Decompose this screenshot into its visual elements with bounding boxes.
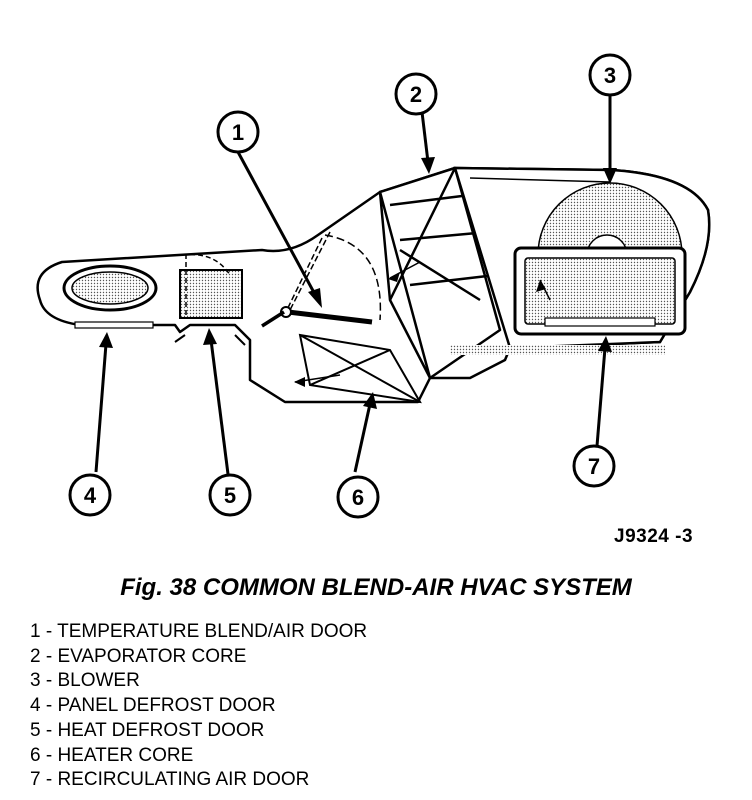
recirculating-air-door [513, 246, 687, 336]
figure-caption: Fig. 38 COMMON BLEND-AIR HVAC SYSTEM [120, 574, 632, 601]
callout-1-number: 1 [232, 120, 244, 145]
legend-item: 2 - EVAPORATOR CORE [30, 645, 247, 667]
callout-1: 1 [216, 110, 260, 154]
callout-4: 4 [68, 473, 112, 517]
callout-6: 6 [336, 475, 380, 519]
callout-2-number: 2 [410, 82, 422, 107]
legend-item: 6 - HEATER CORE [30, 744, 194, 766]
callout-7-number: 7 [588, 454, 600, 479]
callout-3-number: 3 [604, 63, 616, 88]
temperature-blend-door [261, 231, 421, 328]
heater-core [294, 333, 422, 404]
callout-6-number: 6 [352, 485, 364, 510]
callout-4-number: 4 [84, 483, 97, 508]
legend-item: 7 - RECIRCULATING AIR DOOR [30, 769, 310, 791]
callout-5-number: 5 [224, 483, 236, 508]
callout-7: 7 [572, 444, 616, 488]
legend-item: 4 - PANEL DEFROST DOOR [30, 695, 276, 717]
heat-defrost-door [174, 253, 246, 346]
leader-lines [94, 94, 617, 475]
panel-defrost-door [62, 264, 158, 329]
legend-item: 3 - BLOWER [30, 670, 140, 692]
legend-item: 5 - HEAT DEFROST DOOR [30, 719, 265, 741]
figure-id-label: J9324 -3 [614, 526, 694, 547]
callout-3: 3 [588, 53, 632, 97]
legend-item: 1 - TEMPERATURE BLEND/AIR DOOR [30, 621, 368, 642]
callout-5: 5 [208, 473, 252, 517]
legend-list: 1 - TEMPERATURE BLEND/AIR DOOR 2 - EVAPO… [30, 620, 367, 793]
callout-2: 2 [394, 72, 438, 116]
hvac-diagram: 1 2 3 4 5 6 7 [36, 53, 711, 519]
